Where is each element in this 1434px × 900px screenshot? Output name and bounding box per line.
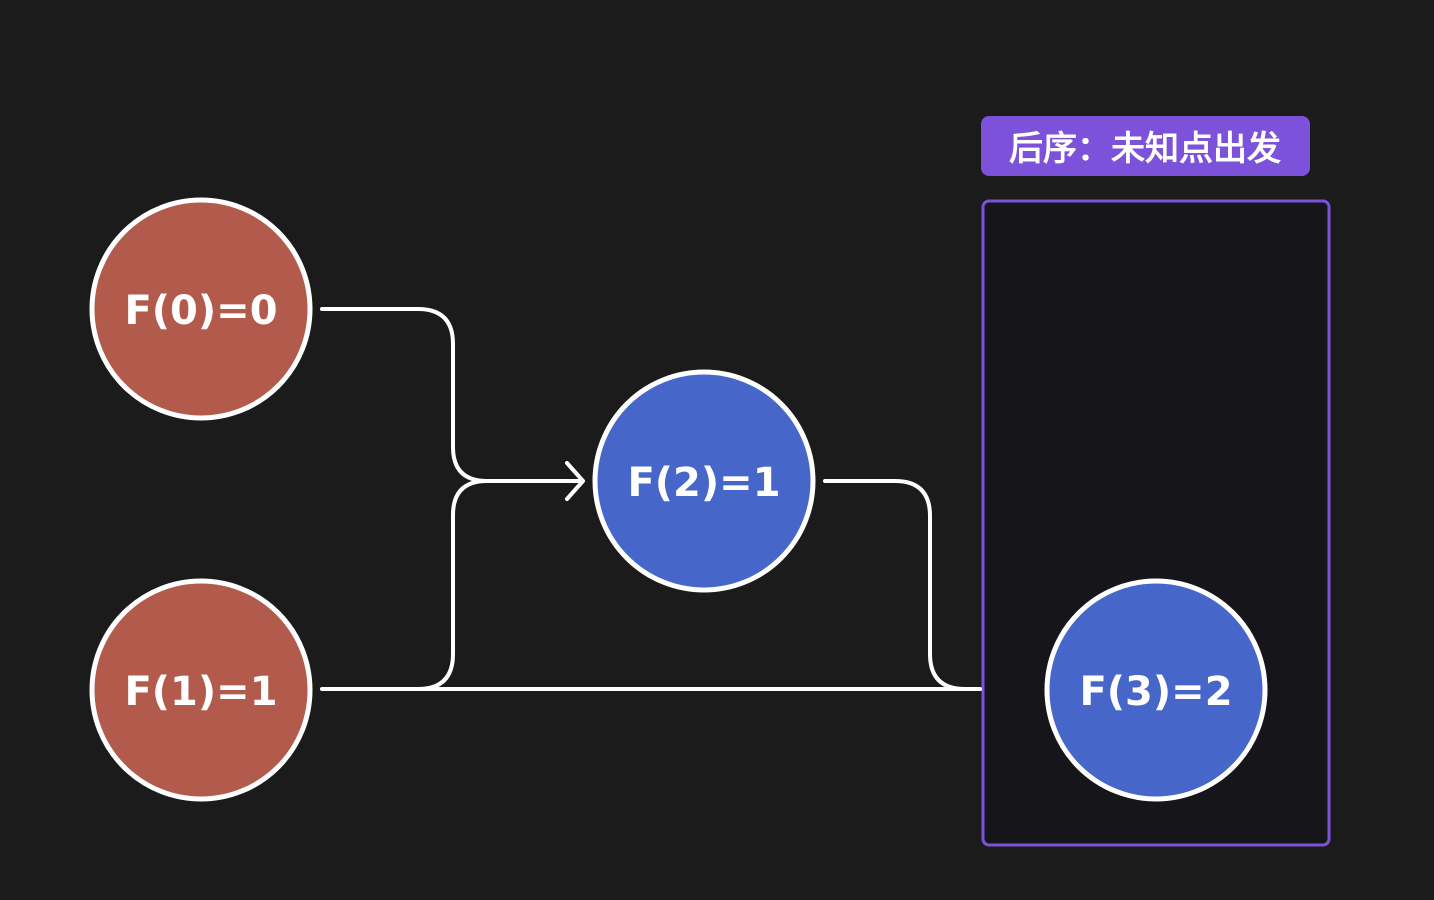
highlight-tag: 后序：未知点出发 <box>981 116 1310 176</box>
highlight-tag-background <box>981 116 1310 176</box>
node-f1: F(1)=1 <box>89 578 313 802</box>
edges <box>320 307 982 691</box>
edge-f1-to-f2 <box>416 479 489 691</box>
node-f2-label: F(2)=1 <box>627 460 780 506</box>
node-f0: F(0)=0 <box>89 197 313 421</box>
node-f0-label: F(0)=0 <box>124 288 277 334</box>
node-f2-circle <box>592 369 816 593</box>
edge-f2-to-f3 <box>823 479 982 691</box>
highlight-tag-label: 后序：未知点出发 <box>1009 129 1281 169</box>
node-f1-label: F(1)=1 <box>124 669 277 715</box>
edge-f0-to-f2 <box>320 307 582 483</box>
node-f3-label: F(3)=2 <box>1079 669 1232 715</box>
arrowhead-into-f2 <box>565 461 585 501</box>
node-f1-circle <box>89 578 313 802</box>
node-f3-circle <box>1044 578 1268 802</box>
node-f3: F(3)=2 <box>1044 578 1268 802</box>
node-f2: F(2)=1 <box>592 369 816 593</box>
node-f0-circle <box>89 197 313 421</box>
